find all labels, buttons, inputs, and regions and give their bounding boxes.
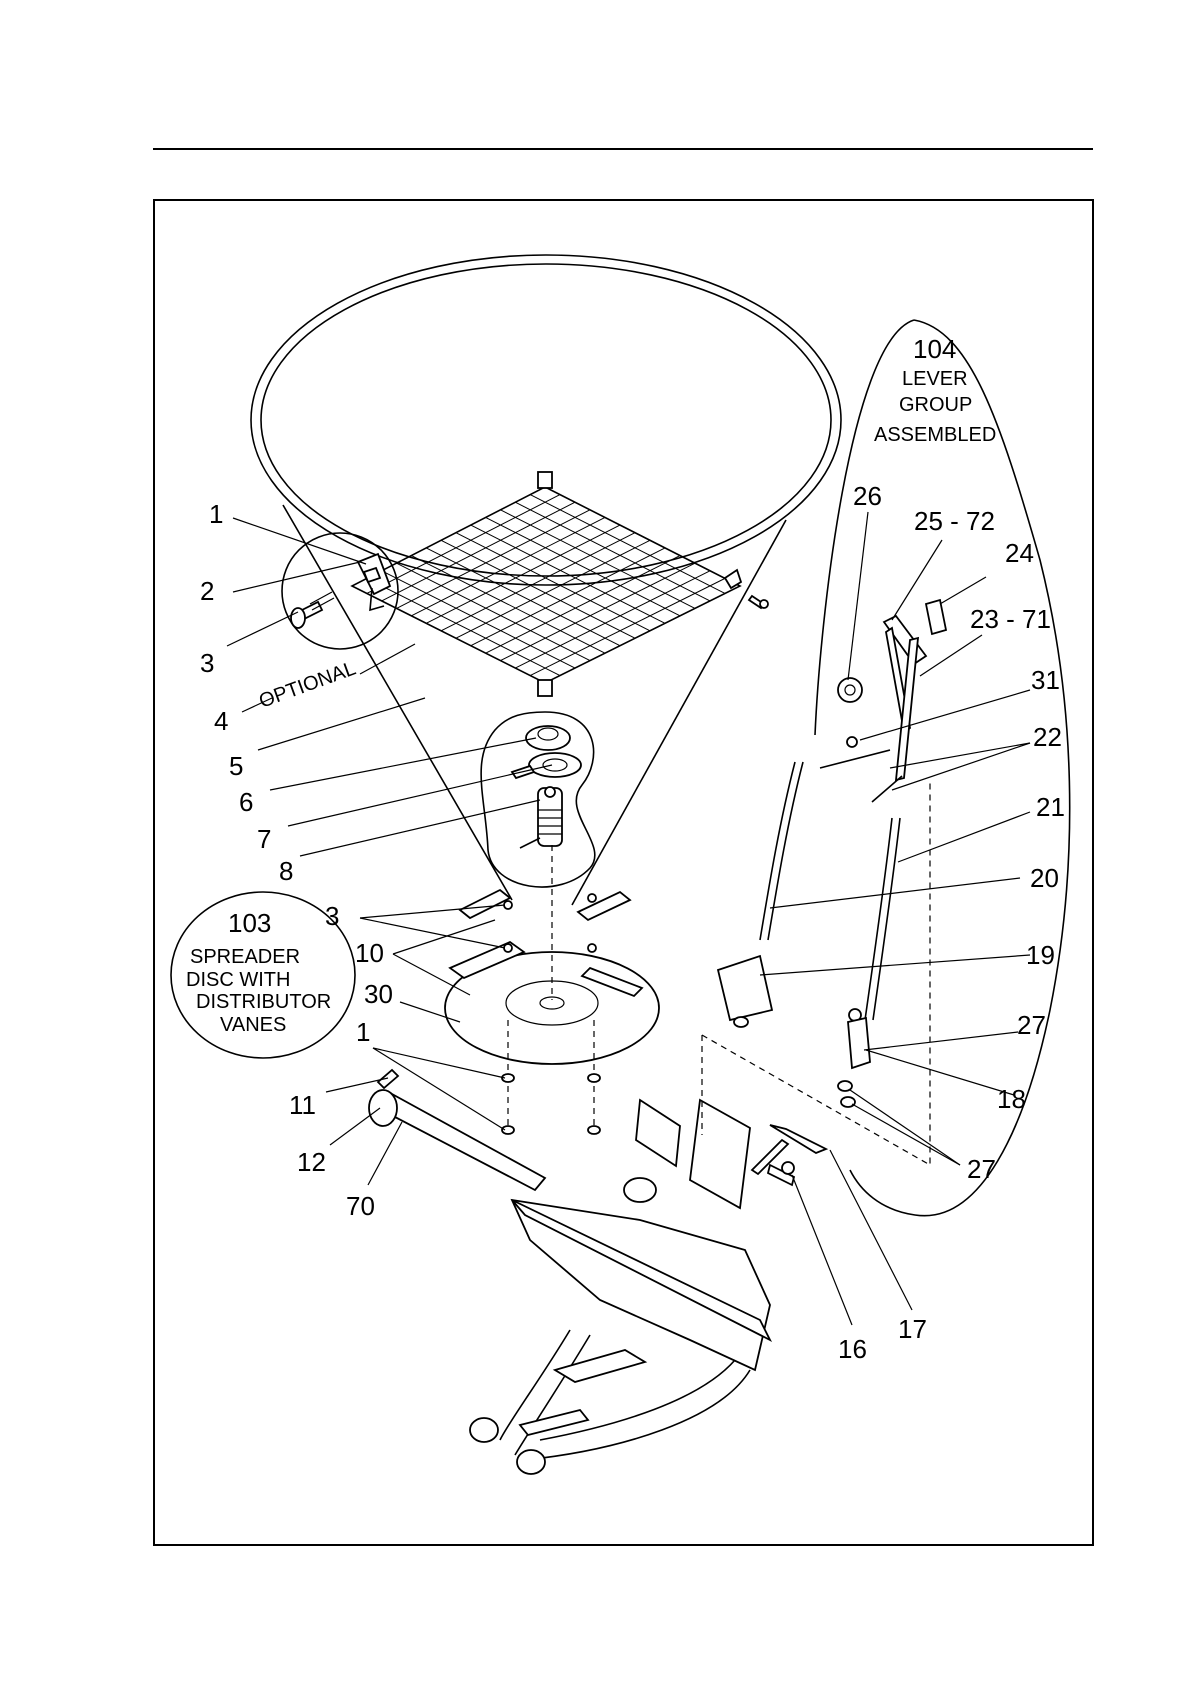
screen-grid-line bbox=[500, 563, 695, 660]
screen-grid bbox=[352, 472, 768, 696]
callout-5: 5 bbox=[229, 751, 243, 781]
group-104-line-1: LEVER bbox=[902, 368, 968, 390]
group-103-line-2: DISC WITH bbox=[186, 969, 290, 991]
callout-11: 11 bbox=[289, 1090, 316, 1120]
callout-20: 20 bbox=[1030, 863, 1059, 893]
screen-grid-line bbox=[397, 510, 590, 609]
screen-grid-line bbox=[411, 556, 605, 654]
callout-27-upper: 27 bbox=[1017, 1010, 1046, 1040]
screen-grid-line bbox=[441, 540, 635, 638]
screen-grid-line bbox=[471, 548, 665, 646]
callout-8: 8 bbox=[279, 856, 293, 886]
callout-10: 10 bbox=[355, 938, 384, 968]
callout-27-lower: 27 bbox=[967, 1154, 996, 1184]
callout-16: 16 bbox=[838, 1334, 867, 1364]
callout-104: 104 bbox=[913, 334, 956, 364]
callout-4: 4 bbox=[214, 706, 228, 736]
optional-label: OPTIONAL bbox=[256, 657, 359, 712]
screen-grid-line bbox=[411, 517, 605, 615]
callout-31: 31 bbox=[1031, 665, 1060, 695]
group-103-line-4: VANES bbox=[220, 1014, 286, 1036]
group-103-label: SPREADER DISC WITH DISTRIBUTOR VANES bbox=[186, 946, 331, 1036]
callout-23-71: 23 - 71 bbox=[970, 604, 1051, 634]
group-104-outline bbox=[815, 320, 1070, 1216]
callout-1: 1 bbox=[209, 499, 223, 529]
callout-26: 26 bbox=[853, 481, 882, 511]
screen-grid-line bbox=[500, 510, 695, 609]
screen-grid-line bbox=[486, 517, 680, 615]
callout-22: 22 bbox=[1033, 722, 1062, 752]
callout-24: 24 bbox=[1005, 538, 1034, 568]
callout-6: 6 bbox=[239, 787, 253, 817]
callout-3: 3 bbox=[200, 648, 214, 678]
callout-7: 7 bbox=[257, 824, 271, 854]
callout-70: 70 bbox=[346, 1191, 375, 1221]
group-104-line-2: GROUP bbox=[899, 394, 972, 416]
screen-grid-line bbox=[456, 540, 650, 638]
group-103-line-3: DISTRIBUTOR bbox=[196, 991, 331, 1013]
screen-grid-line bbox=[367, 578, 560, 675]
callout-25-72: 25 - 72 bbox=[914, 506, 995, 536]
screen-grid-line bbox=[515, 502, 710, 601]
clip-detail bbox=[282, 533, 398, 649]
callout-19: 19 bbox=[1026, 940, 1055, 970]
spreader-frame bbox=[369, 1070, 770, 1474]
lever-group bbox=[702, 600, 946, 1185]
hub-detail bbox=[481, 712, 595, 887]
callout-3-disc: 3 bbox=[325, 901, 339, 931]
callout-30: 30 bbox=[364, 979, 393, 1009]
callout-2: 2 bbox=[200, 576, 214, 606]
screen-grid-line bbox=[486, 556, 680, 654]
callout-1-disc: 1 bbox=[356, 1017, 370, 1047]
callout-17: 17 bbox=[898, 1314, 927, 1344]
group-104-line-3: ASSEMBLED bbox=[874, 424, 996, 446]
callout-12: 12 bbox=[297, 1147, 326, 1177]
screen-grid-line bbox=[426, 548, 620, 646]
callout-21: 21 bbox=[1036, 792, 1065, 822]
screen-grid-line bbox=[382, 502, 575, 601]
callout-103: 103 bbox=[228, 908, 271, 938]
spreader-disc bbox=[445, 845, 659, 1134]
screen-grid-line bbox=[397, 563, 590, 660]
callout-18: 18 bbox=[997, 1084, 1026, 1114]
group-103-line-1: SPREADER bbox=[190, 946, 300, 968]
screen-grid-line bbox=[530, 578, 725, 675]
